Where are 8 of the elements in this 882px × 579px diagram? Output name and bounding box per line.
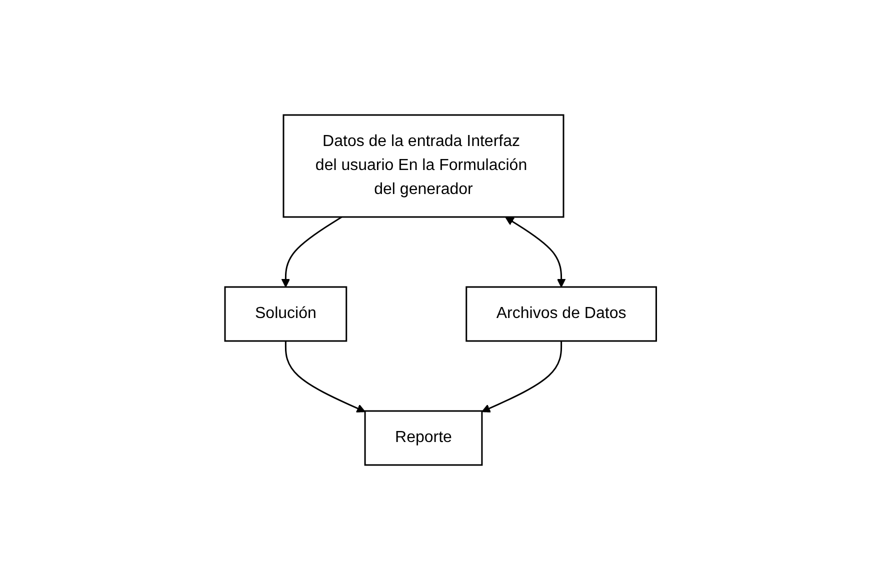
node-box: Solución xyxy=(224,286,348,342)
arrow xyxy=(282,216,343,287)
arrow xyxy=(482,340,562,412)
node-box: Reporte xyxy=(364,410,484,466)
node-box: Archivos de Datos xyxy=(466,286,658,342)
node-box: Datos de la entrada Interfaz del usuario En la Formulación del generador xyxy=(283,114,565,218)
arrow xyxy=(506,216,566,287)
arrow xyxy=(285,340,366,412)
